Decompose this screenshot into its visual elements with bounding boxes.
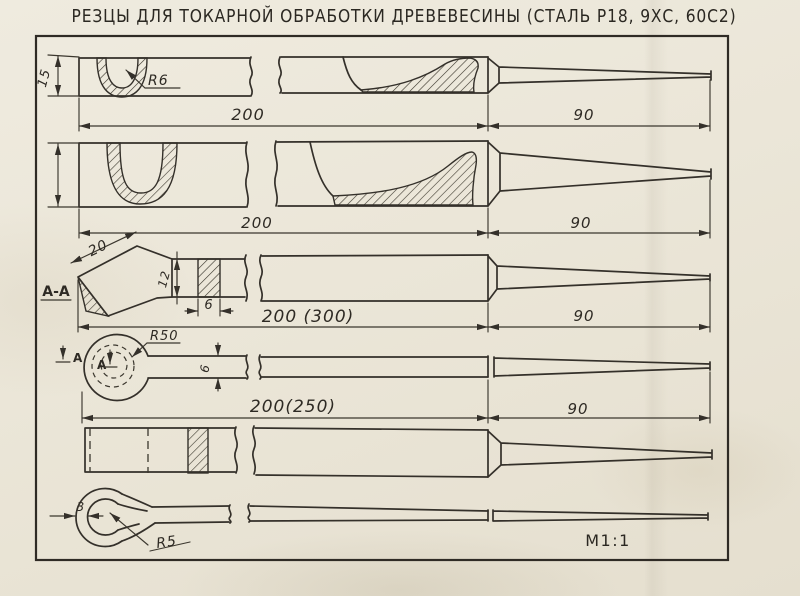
- tool-2-length-label: 200: [241, 214, 273, 232]
- tool-6-ring-cutter: 3 R5: [49, 487, 709, 552]
- tool-4-bar-left: [147, 355, 247, 379]
- tool-1-scoop-edge: [342, 56, 362, 91]
- tool-4-hook-cutter: R50 А А 6 200(250) 90: [55, 329, 711, 424]
- tool-4-length-label: 200(250): [250, 397, 336, 417]
- tool-4-radius-leader: [131, 342, 181, 358]
- tool-6-bar-right: [249, 505, 489, 522]
- tool-6-ring-neck-top: [121, 493, 153, 508]
- tool-1-body-right: [280, 56, 489, 94]
- tool-2-break-left: [245, 141, 249, 208]
- tool-5-body-left: [84, 427, 236, 473]
- tool-6-ring-neck-top-inner: [117, 503, 148, 512]
- tool-1-tang-label: 90: [573, 106, 594, 124]
- tool-1-body-left: [78, 57, 251, 97]
- tool-1-groove-hatch: [96, 57, 148, 98]
- sheet-title: РЕЗЦЫ ДЛЯ ТОКАРНОЙ ОБРАБОТКИ ДРЕВЕВЕСИНЫ…: [72, 5, 737, 27]
- tool-3-edge-dim-line: [70, 231, 137, 264]
- tool-1-scoop-hatch: [359, 57, 479, 93]
- tool-6-thickness-label: 3: [77, 500, 86, 514]
- tool-3-bar-right: [261, 254, 489, 302]
- tool-4-break-left: [245, 354, 249, 380]
- tool-4-section-mark-inner: А: [97, 358, 107, 372]
- tool-3-band-label: 6: [204, 298, 213, 313]
- tool-4-tang: [487, 355, 711, 378]
- tool-2-scoop-hatch: [332, 151, 478, 206]
- tool-2-scoop-edge: [309, 141, 334, 197]
- tool-5-break-left: [234, 426, 238, 474]
- tool-3-length-label: 200 (300): [262, 307, 355, 327]
- tool-1-radius-label: R6: [148, 73, 169, 89]
- tool-3-bevel-hatch: [77, 276, 110, 318]
- tool-3-edge-label: 20: [86, 237, 111, 260]
- tool-2-break-right: [274, 140, 278, 207]
- tool-5-break-right: [252, 425, 256, 475]
- tool-6-ring-inner: [86, 498, 119, 536]
- tool-2-body-right: [276, 140, 489, 207]
- tool-3-section-label: А-А: [42, 284, 70, 300]
- tool-4-hook-dashed-inner: [100, 351, 128, 379]
- tool-1-height-ext-top: [47, 54, 80, 58]
- tool-4-tang-label: 90: [567, 400, 588, 418]
- tool-2-tang-label: 90: [570, 214, 591, 232]
- tool-4-height-label: 6: [197, 363, 212, 374]
- drawing-frame: [34, 34, 730, 562]
- tool-6-break-left: [228, 504, 232, 524]
- tool-1-length-label: 200: [231, 105, 265, 124]
- tool-1-radius-leader: [125, 69, 181, 89]
- tool-3-break-right: [259, 254, 263, 302]
- tool-5-weld-band-hatch: [187, 427, 209, 474]
- tool-6-ring-outer: [75, 487, 123, 548]
- tool-3-height-label: 12: [155, 269, 173, 289]
- tool-6-tang: [487, 509, 709, 522]
- tool-6-radius-label: R5: [155, 533, 178, 552]
- tool-5-tang: [487, 429, 713, 478]
- tool-3-skew-chisel: А-А 20 12 6 200 (300) 90: [40, 231, 711, 333]
- tool-4-bar-right: [260, 356, 489, 378]
- tool-4-hook-outer: [83, 333, 149, 402]
- tool-4-radius-label: R50: [150, 329, 179, 344]
- tool-1-break-right: [278, 56, 282, 94]
- tool-6-radius-leader: [109, 512, 149, 546]
- tool-1-tang: [487, 56, 712, 94]
- tool-3-break-left: [244, 254, 248, 302]
- tool-3-tang: [487, 254, 711, 302]
- tool-3-weld-band-hatch: [197, 258, 221, 298]
- tool-1-height-label: 15: [35, 67, 54, 89]
- tool-6-ring-neck-bottom-inner: [117, 523, 140, 531]
- tool-5-body-right: [254, 427, 489, 478]
- tool-3-tang-label: 90: [573, 307, 594, 325]
- tool-6-bar-left: [151, 505, 230, 524]
- tool-1-shallow-gouge: 15 R6 200 90: [35, 54, 712, 132]
- scale-label: М1:1: [585, 531, 631, 550]
- tool-6-ring-neck-bottom: [121, 522, 156, 542]
- tool-4-section-mark-left: А: [73, 351, 83, 365]
- tool-4-break-right: [258, 354, 262, 380]
- tool-2-tang: [487, 140, 712, 207]
- tool-5-flat-chisel: [84, 425, 713, 478]
- tool-2-groove-hatch: [106, 142, 178, 205]
- tool-2-deep-gouge: 200 90: [47, 140, 712, 239]
- tool-6-radius-underline: [149, 541, 191, 552]
- tool-4-hook-dashed-outer: [91, 344, 135, 388]
- tool-1-break-left: [249, 56, 253, 97]
